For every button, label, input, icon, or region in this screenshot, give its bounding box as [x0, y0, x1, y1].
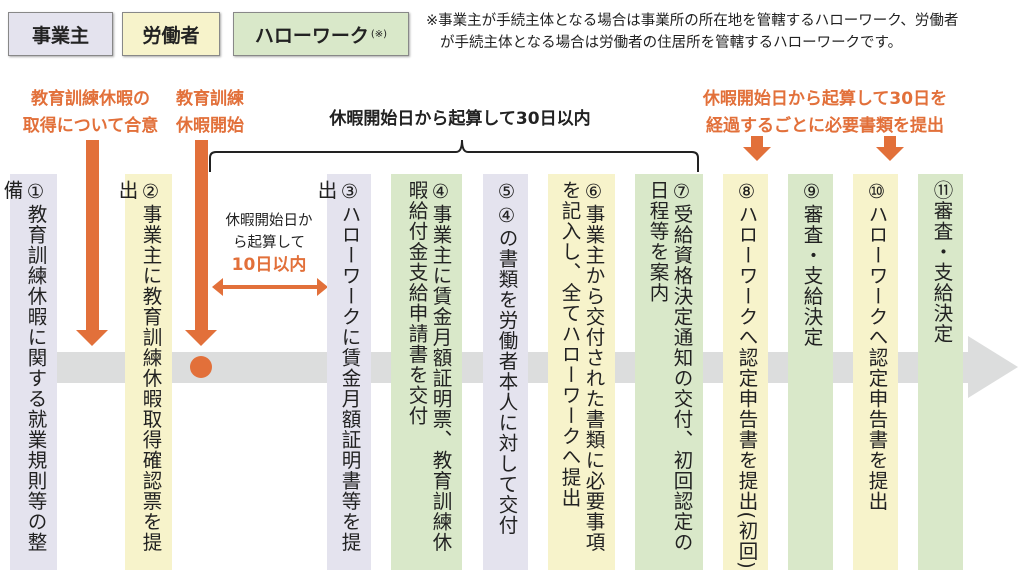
step-6: ⑥事業主から交付された書類に必要事項を記入し、全てハローワークへ提出 [548, 174, 615, 570]
leave-start-arrow-icon [185, 140, 217, 346]
legend-hellowork: ハローワーク(※) [233, 12, 409, 56]
step-4: ④事業主に賃金月額証明票、教育訓練休暇給付金支給申請書を交付 [391, 174, 462, 570]
label-every-30-days: 休暇開始日から起算して30日を経過するごとに必要書類を提出 [680, 86, 970, 140]
step-9: ⑨審査・支給決定 [788, 174, 833, 570]
timeline-arrowhead-icon [968, 336, 1018, 398]
label-leave-start: 教育訓練休暇開始 [170, 86, 250, 140]
label-leave-start-2: 休暇開始 [176, 116, 244, 136]
step-11: ⑪審査・支給決定 [918, 174, 963, 570]
step-1: ①教育訓練休暇に関する就業規則等の整備 [0, 174, 57, 570]
leave-start-dot-icon [190, 356, 212, 378]
note: ※事業主が手続主体となる場合は事業所の所在地を管轄するハローワーク、労働者が手続… [426, 10, 1016, 54]
step-5: ⑤④の書類を労働者本人に対して交付 [483, 174, 528, 570]
legend-employer: 事業主 [8, 12, 113, 56]
note-line-2: が手続主体となる場合は労働者の住居所を管轄するハローワークです。 [440, 35, 903, 51]
label-within-10-days-3: 10日以内 [231, 255, 307, 275]
label-within-10-days: 休暇開始日から起算して 10日以内 [210, 210, 328, 277]
legend-worker-label: 労働者 [142, 24, 200, 47]
step-10: ⑩ハローワークへ認定申告書を提出 [853, 174, 898, 570]
step-8: ⑧ハローワークへ認定申告書を提出(初回) [723, 174, 768, 570]
step-7: ⑦受給資格決定通知の交付、初回認定の日程等を案内 [635, 174, 703, 570]
label-within-10-days-1: 休暇開始日か [225, 213, 313, 229]
legend-employer-label: 事業主 [31, 24, 89, 47]
agreement-arrow-icon [76, 140, 108, 346]
step-3: ③ハローワークに賃金月額証明書等を提出 [314, 174, 371, 570]
step-2: ②事業主に教育訓練休暇取得確認票を提出 [115, 174, 172, 570]
label-within-10-days-2: ら起算して [232, 235, 306, 251]
legend-hellowork-label: ハローワーク [254, 24, 369, 47]
label-leave-start-1: 教育訓練 [176, 89, 244, 109]
label-agreement-1: 教育訓練休暇の [31, 89, 150, 109]
label-every-30-days-2: 経過するごとに必要書類を提出 [706, 116, 944, 136]
label-every-30-days-1: 休暇開始日から起算して30日を [702, 89, 948, 109]
small-down-arrows [743, 136, 904, 161]
note-line-1: ※事業主が手続主体となる場合は事業所の所在地を管轄するハローワーク、労働者 [426, 13, 959, 29]
label-agreement: 教育訓練休暇の取得について合意 [8, 86, 173, 140]
label-agreement-2: 取得について合意 [22, 116, 159, 136]
legend-hellowork-mark: (※) [370, 28, 388, 40]
legend-worker: 労働者 [122, 12, 220, 56]
label-within-30-days: 休暇開始日から起算して30日以内 [329, 109, 591, 129]
double-arrow-icon [212, 278, 328, 296]
